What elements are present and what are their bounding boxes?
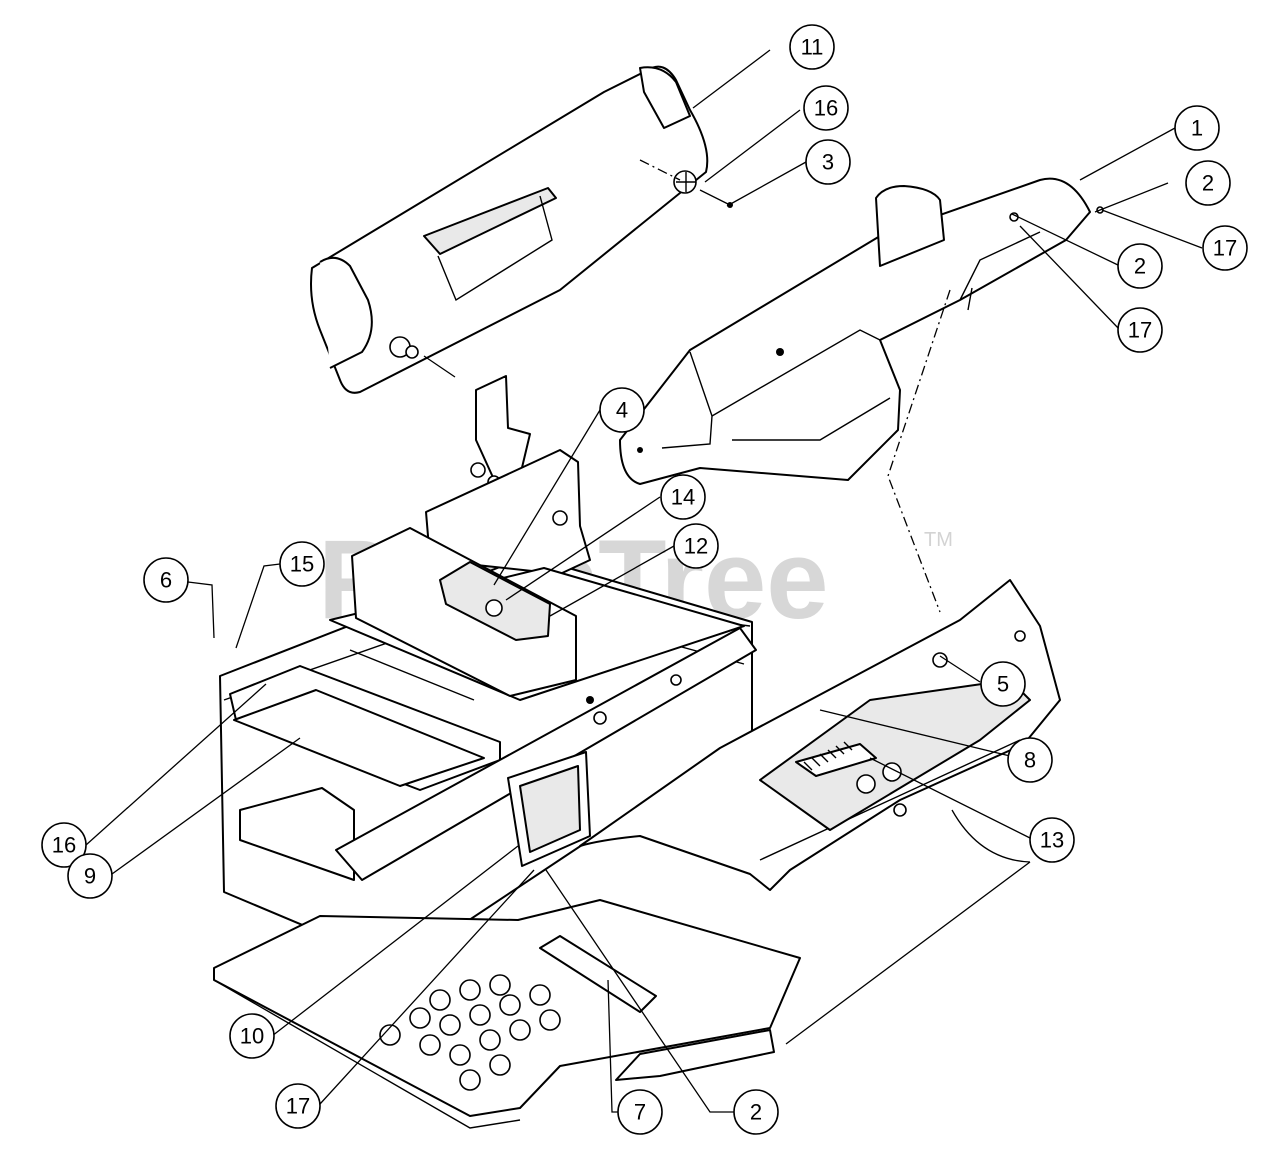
callout-10: 10 xyxy=(229,1013,275,1059)
callout-6: 6 xyxy=(143,557,189,603)
callout-4: 4 xyxy=(599,387,645,433)
callout-9: 9 xyxy=(67,853,113,899)
watermark-trademark: TM xyxy=(924,529,953,551)
callout-2-dash: 2 xyxy=(1117,243,1163,289)
callout-16-top: 16 xyxy=(803,85,849,131)
callout-13: 13 xyxy=(1029,817,1075,863)
callout-7: 7 xyxy=(617,1089,663,1135)
callout-17-bottom-label: 17 xyxy=(286,1094,310,1119)
callout-16-left: 16 xyxy=(41,822,87,868)
callout-2-top: 2 xyxy=(1185,160,1231,206)
floor-plate-holes xyxy=(379,974,561,1091)
callout-11-label: 11 xyxy=(801,35,824,60)
callout-2-bottom: 2 xyxy=(733,1089,779,1135)
leader-lines xyxy=(85,49,1203,1113)
battery-panel xyxy=(507,696,594,867)
callout-3: 3 xyxy=(805,139,851,185)
callout-5-label: 5 xyxy=(997,672,1009,697)
callout-1: 1 xyxy=(1174,105,1220,151)
callout-9-label: 9 xyxy=(84,864,96,889)
callout-8-label: 8 xyxy=(1024,748,1036,773)
callout-3-label: 3 xyxy=(822,150,834,175)
callout-14: 14 xyxy=(660,474,706,520)
callout-7-label: 7 xyxy=(634,1100,646,1125)
callout-6-label: 6 xyxy=(160,568,172,593)
callout-16-left-label: 16 xyxy=(52,833,76,858)
callout-5: 5 xyxy=(980,661,1026,707)
callout-12-label: 12 xyxy=(684,534,708,559)
rear-console-cover xyxy=(310,65,733,394)
callout-13-label: 13 xyxy=(1040,828,1064,853)
foot-tray xyxy=(579,579,1061,891)
callout-1-label: 1 xyxy=(1191,116,1203,141)
callout-12: 12 xyxy=(673,523,719,569)
callout-2-bottom-label: 2 xyxy=(750,1100,762,1125)
callout-2-top-label: 2 xyxy=(1202,171,1214,196)
callout-16-top-label: 16 xyxy=(814,96,838,121)
dash-cover xyxy=(619,177,1104,485)
callout-17-top-label: 17 xyxy=(1213,236,1237,261)
callout-17-bottom: 17 xyxy=(275,1083,321,1129)
callout-17-top: 17 xyxy=(1202,225,1248,271)
floor-plate xyxy=(213,899,801,1129)
callout-11: 11 xyxy=(789,24,835,70)
callouts: 11 16 3 1 2 17 2 17 4 14 12 6 15 5 8 13 … xyxy=(41,24,1248,1135)
callout-8: 8 xyxy=(1007,737,1053,783)
callout-15: 15 xyxy=(279,541,325,587)
callout-14-label: 14 xyxy=(671,485,695,510)
callout-17-dash: 17 xyxy=(1117,307,1163,353)
callout-15-label: 15 xyxy=(290,552,314,577)
assembly-line xyxy=(887,289,951,613)
callout-4-label: 4 xyxy=(616,398,628,423)
callout-2-dash-label: 2 xyxy=(1134,254,1146,279)
callout-10-label: 10 xyxy=(240,1024,264,1049)
callout-17-dash-label: 17 xyxy=(1128,318,1152,343)
chassis-frame xyxy=(219,449,757,967)
